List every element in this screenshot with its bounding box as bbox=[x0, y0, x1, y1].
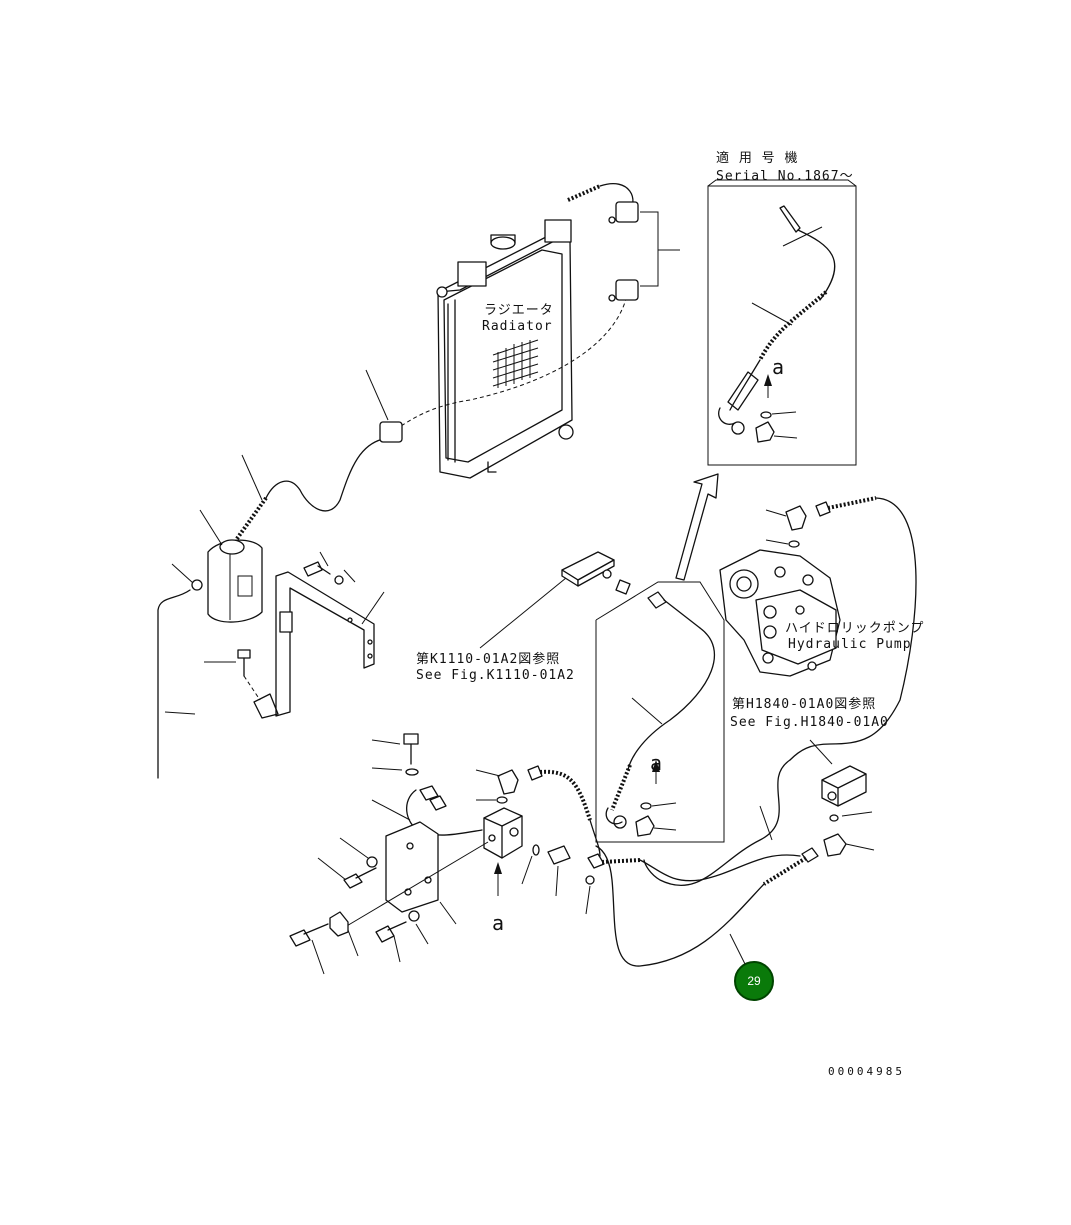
serial-label-jp: 適 用 号 機 bbox=[716, 150, 798, 166]
ref2-label-en: See Fig.H1840-01A0 bbox=[730, 715, 889, 730]
bracket bbox=[204, 551, 385, 719]
detail-a-label-mid: a bbox=[650, 751, 662, 775]
pump-label-jp: ハイドロリックポンプ bbox=[785, 621, 924, 636]
callout-29[interactable]: 29 bbox=[734, 961, 774, 1001]
callout-circle[interactable] bbox=[734, 961, 774, 1001]
radiator-label-en: Radiator bbox=[482, 319, 553, 334]
radiator: ラジエータ Radiator bbox=[436, 219, 574, 479]
detail-arrow bbox=[675, 473, 719, 581]
relay-block: 第K1110-01A2図参照 See Fig.K1110-01A2 bbox=[416, 551, 631, 683]
ref1-label-jp: 第K1110-01A2図参照 bbox=[416, 651, 560, 667]
reservoir-tank bbox=[157, 509, 263, 779]
serial-label-en: Serial No.1867～ bbox=[716, 169, 854, 184]
detail-a-box bbox=[595, 581, 725, 843]
ref1-label-en: See Fig.K1110-01A2 bbox=[416, 668, 575, 683]
serial-detail-box bbox=[707, 179, 857, 466]
valve-assembly: a a a bbox=[289, 355, 801, 975]
radiator-label-jp: ラジエータ bbox=[484, 303, 554, 318]
drawing-number: 00004985 bbox=[828, 1065, 905, 1078]
right-block bbox=[595, 759, 875, 967]
overflow-hose bbox=[234, 183, 680, 542]
hydraulic-pump: ハイドロリックポンプ Hydraulic Pump 第H1840-01A0図参照… bbox=[719, 496, 924, 765]
ref2-label-jp: 第H1840-01A0図参照 bbox=[732, 696, 876, 712]
detail-a-label-bottom: a bbox=[492, 911, 504, 935]
pump-label-en: Hydraulic Pump bbox=[788, 637, 912, 652]
detail-a-label-top: a bbox=[772, 355, 784, 379]
callout-number[interactable]: 29 bbox=[747, 974, 761, 988]
